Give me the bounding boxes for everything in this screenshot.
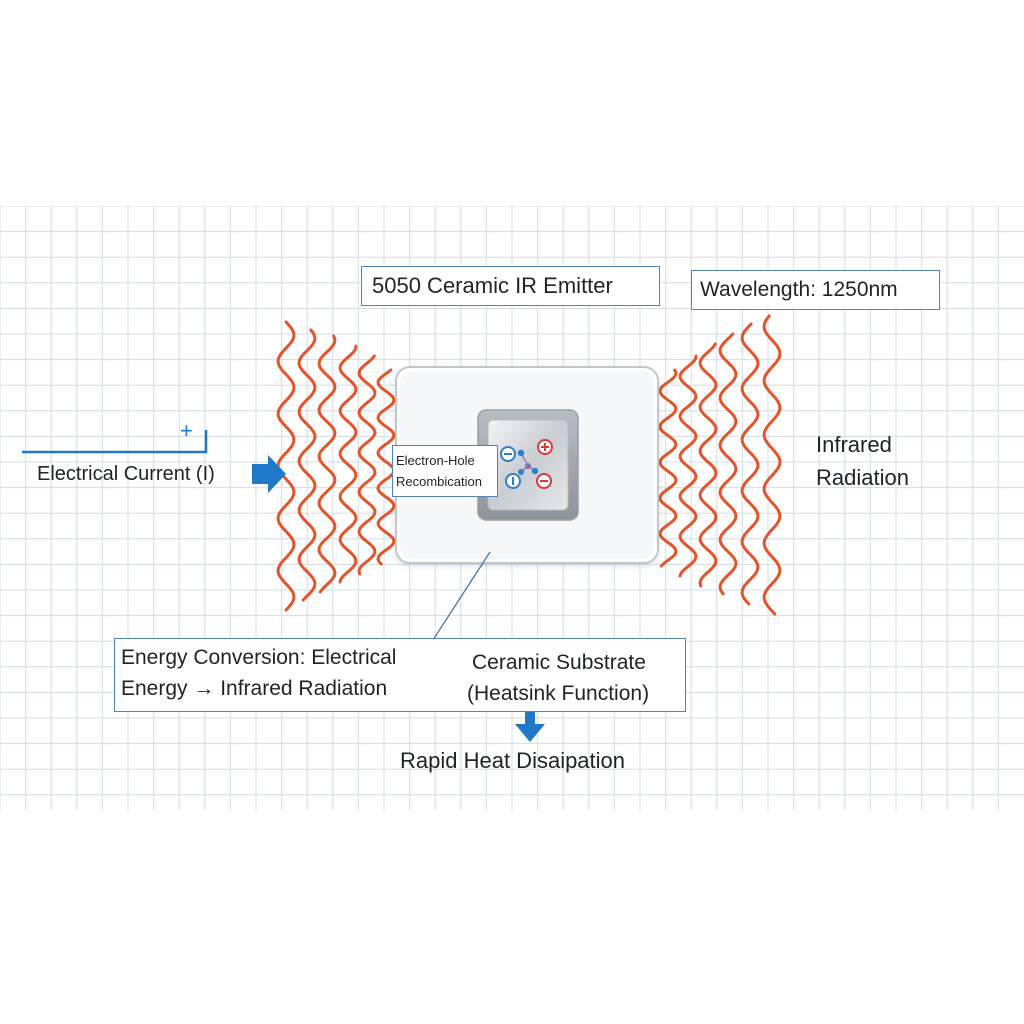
heat-dissipation-label: Rapid Heat Disaipation <box>400 748 626 773</box>
infrared-wave-line <box>357 354 377 576</box>
recombination-box: Electron-Hole Recombication <box>392 445 498 497</box>
infrared-waves-right <box>658 314 782 616</box>
heat-down-arrow-icon <box>515 708 545 742</box>
diagram-title: 5050 Ceramic IR Emitter <box>372 273 613 298</box>
infrared-radiation-line2: Radiation <box>816 465 909 490</box>
positive-carrier-icon <box>505 473 521 489</box>
recombination-line1: Electron-Hole <box>396 453 475 468</box>
infrared-wave-line <box>276 320 296 612</box>
infrared-wave-line <box>297 328 317 602</box>
substrate-line2: (Heatsink Function) <box>467 682 650 705</box>
infrared-waves-left <box>276 320 396 612</box>
current-arrow-icon <box>252 455 286 493</box>
electrical-lead <box>22 430 208 454</box>
infrared-wave-line <box>698 342 718 588</box>
electrical-current-label: Electrical Current (I) <box>37 463 215 485</box>
conversion-line1: Energy Conversion: Electrical <box>121 646 397 669</box>
wavelength-label: Wavelength: 1250nm <box>700 278 898 301</box>
negative-carrier-icon <box>500 446 516 462</box>
infrared-wave-line <box>740 322 760 606</box>
conversion-box: Energy Conversion: Electrical Energy → I… <box>114 638 686 712</box>
infrared-wave-line <box>762 314 782 616</box>
positive-carrier-icon <box>537 439 553 455</box>
title-box: 5050 Ceramic IR Emitter <box>361 266 660 306</box>
infrared-wave-line <box>718 332 738 596</box>
infrared-wave-line <box>338 344 358 584</box>
recombination-particles-icon <box>517 449 539 475</box>
wavelength-box: Wavelength: 1250nm <box>691 270 940 310</box>
polarity-plus: + <box>180 418 193 443</box>
recombination-line2: Recombication <box>396 474 482 489</box>
negative-carrier-icon <box>536 473 552 489</box>
infrared-radiation-line1: Infrared <box>816 432 892 457</box>
infrared-wave-line <box>678 354 698 578</box>
substrate-leader-line <box>432 551 491 641</box>
infrared-wave-line <box>317 334 337 594</box>
conversion-line2: Energy → Infrared Radiation <box>121 677 388 700</box>
infrared-wave-line <box>658 368 678 568</box>
substrate-line1: Ceramic Substrate <box>472 651 646 674</box>
